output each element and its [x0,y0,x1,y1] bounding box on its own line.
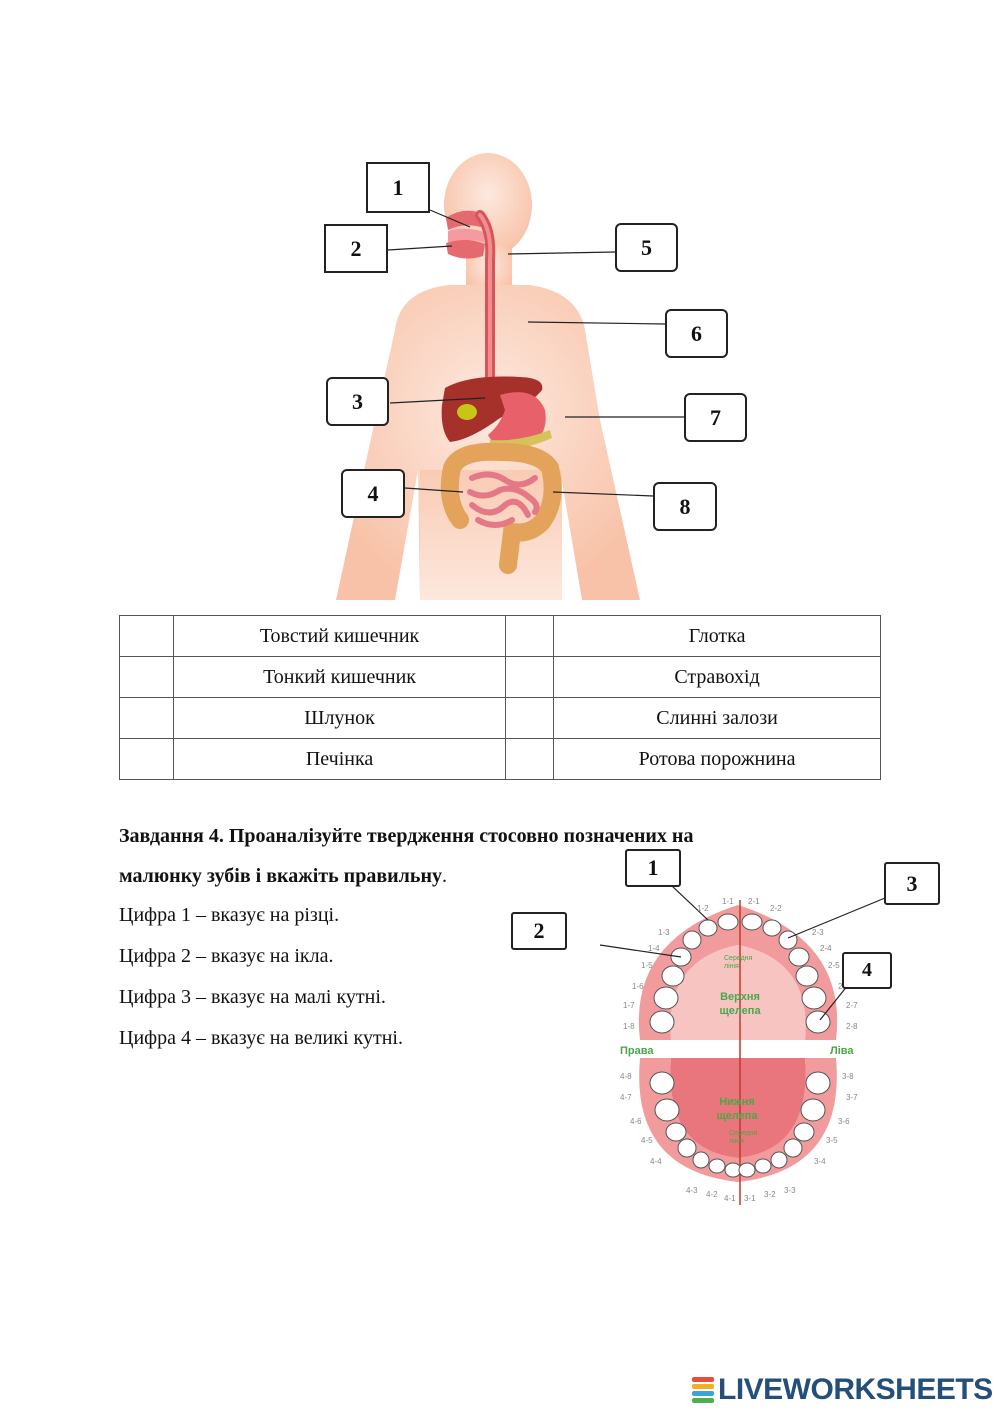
table-row: Печінка Ротова порожнина [120,739,881,780]
liveworksheets-icon [692,1376,714,1404]
label-right-side: Права [620,1045,653,1057]
term-cell: Стравохід [554,657,881,698]
tooth-number: 4-3 [686,1186,698,1195]
task4-heading-line2: малюнку зубів і вкажіть правильну. [119,864,447,888]
statement-4[interactable]: Цифра 4 – вказує на великі кутні. [119,1027,403,1050]
statement-3[interactable]: Цифра 3 – вказує на малі кутні. [119,986,386,1009]
tooth-number: 2-2 [770,904,782,913]
callout-box-3[interactable]: 3 [326,377,389,426]
callout-box-7[interactable]: 7 [684,393,747,442]
term-cell: Слинні залози [554,698,881,739]
tooth-number: 1-7 [623,1001,635,1010]
tooth-number: 2-3 [812,928,824,937]
tooth-number: 4-8 [620,1072,632,1081]
answer-cell[interactable] [120,616,174,657]
tooth-number: 4-6 [630,1117,642,1126]
term-cell: Тонкий кишечник [174,657,506,698]
statement-2[interactable]: Цифра 2 – вказує на ікла. [119,945,334,968]
table-row: Шлунок Слинні залози [120,698,881,739]
tooth-number: 1-5 [641,961,653,970]
table-row: Товстий кишечник Глотка [120,616,881,657]
term-cell: Печінка [174,739,506,780]
callout-box-6[interactable]: 6 [665,309,728,358]
task4-heading-line1: Завдання 4. Проаналізуйте твердження сто… [119,824,693,848]
answer-cell[interactable] [120,657,174,698]
tooth-number: 3-3 [784,1186,796,1195]
tooth-number: 3-2 [764,1190,776,1199]
term-cell: Ротова порожнина [554,739,881,780]
answer-cell[interactable] [506,698,554,739]
tooth-number: 1-1 [722,897,734,906]
tooth-number: 1-2 [697,904,709,913]
tooth-number: 1-8 [623,1022,635,1031]
callout-box-4[interactable]: 4 [341,469,405,518]
teeth-callout-box-2[interactable]: 2 [511,912,567,950]
teeth-callout-box-4[interactable]: 4 [842,952,892,989]
liveworksheets-logo: LIVEWORKSHEETS [692,1373,993,1407]
tooth-number: 4-1 [724,1194,736,1203]
tooth-number: 3-4 [814,1157,826,1166]
term-cell: Шлунок [174,698,506,739]
gallbladder-organ [457,404,477,420]
answer-cell[interactable] [120,739,174,780]
tooth-number: 1-6 [632,982,644,991]
tooth-number: 2-4 [820,944,832,953]
tooth-number: 4-5 [641,1136,653,1145]
tooth-number: 1-4 [648,944,660,953]
tooth-number: 2-1 [748,897,760,906]
answer-cell[interactable] [120,698,174,739]
tooth-number: 3-8 [842,1072,854,1081]
liveworksheets-text: LIVEWORKSHEETS [718,1373,993,1407]
teeth-callout-box-3[interactable]: 3 [884,862,940,905]
tooth-number: 2-5 [828,961,840,970]
tooth-number: 3-6 [838,1117,850,1126]
term-cell: Глотка [554,616,881,657]
teeth-callout-box-1[interactable]: 1 [625,849,681,887]
callout-box-8[interactable]: 8 [653,482,717,531]
tooth-number: 3-1 [744,1194,756,1203]
tooth-number: 2-8 [846,1022,858,1031]
answer-cell[interactable] [506,616,554,657]
tooth-number: 4-4 [650,1157,662,1166]
tooth-number: 3-5 [826,1136,838,1145]
tooth-number: 1-3 [658,928,670,937]
term-cell: Товстий кишечник [174,616,506,657]
answer-cell[interactable] [506,657,554,698]
tooth-number: 4-7 [620,1093,632,1102]
callout-box-1[interactable]: 1 [366,162,430,213]
answer-cell[interactable] [506,739,554,780]
table-row: Тонкий кишечник Стравохід [120,657,881,698]
label-left-side: Ліва [830,1045,854,1057]
callout-box-2[interactable]: 2 [324,224,388,273]
callout-box-5[interactable]: 5 [615,223,678,272]
tooth-number: 2-7 [846,1001,858,1010]
statement-1[interactable]: Цифра 1 – вказує на різці. [119,904,339,927]
tooth-number: 3-7 [846,1093,858,1102]
tooth-number: 4-2 [706,1190,718,1199]
terms-table: Товстий кишечник Глотка Тонкий кишечник … [119,615,881,780]
